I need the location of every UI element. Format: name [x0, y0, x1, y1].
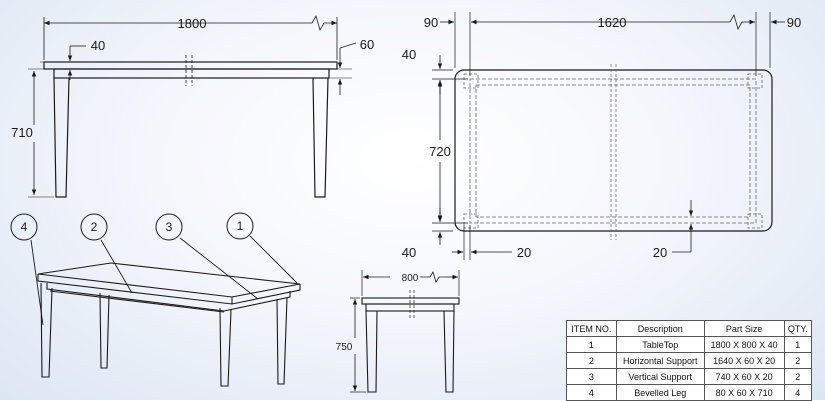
top-view — [432, 12, 785, 260]
bom-header-description: Description — [615, 320, 705, 337]
dim-support-width-right-label: 20 — [653, 245, 667, 260]
bom-part-size: 1640 X 60 X 20 — [703, 352, 785, 369]
side-leg-right — [443, 310, 455, 393]
balloon-3 — [155, 213, 183, 241]
table-row: 1 TableTop 1800 X 800 X 40 1 — [566, 336, 812, 353]
bom-description: TableTop — [615, 336, 705, 353]
balloon-1-label: 1 — [237, 219, 244, 233]
front-view — [28, 14, 357, 198]
side-leg-left — [365, 310, 378, 393]
front-break-line — [185, 55, 193, 86]
balloon-2 — [80, 213, 108, 241]
dim-top-offset-label: 40 — [402, 47, 416, 62]
table-row: 4 Bevelled Leg 80 X 60 X 710 4 — [566, 384, 812, 401]
dim-line-1800 — [48, 14, 333, 32]
iso-leg-back-right — [276, 297, 288, 385]
bom-item-no: 4 — [566, 384, 617, 401]
balloon-3-label: 3 — [166, 220, 173, 234]
bom-description: Horizontal Support — [615, 352, 705, 369]
dim-height-label: 710 — [11, 125, 33, 140]
bom-header-row: ITEM NO. Description Part Size QTY. — [566, 320, 812, 337]
bom-qty: 1 — [783, 336, 812, 353]
leader-1 — [249, 235, 298, 284]
front-tabletop — [43, 61, 338, 70]
table-row: 3 Vertical Support 740 X 60 X 20 2 — [566, 368, 812, 385]
dim-total-height-label: 750 — [336, 342, 353, 353]
bom-qty: 2 — [783, 352, 812, 369]
bom-item-no: 2 — [566, 352, 617, 369]
balloon-2-label: 2 — [91, 220, 98, 234]
bom-header-item-no: ITEM NO. — [566, 320, 617, 337]
bom-header-part-size: Part Size — [703, 320, 785, 337]
dim-length-label: 1800 — [178, 16, 207, 31]
isometric-view — [10, 212, 301, 387]
bom-item-no: 3 — [566, 368, 617, 385]
side-tabletop — [361, 297, 460, 305]
dim-support-width-left-label: 20 — [517, 245, 531, 260]
leg-square-tr — [747, 73, 763, 89]
bom-qty: 2 — [783, 368, 812, 385]
leader-2 — [100, 239, 133, 294]
dim-inner-length-label: 1620 — [598, 15, 627, 30]
bom-item-no: 1 — [566, 336, 617, 353]
bom-qty: 4 — [783, 384, 812, 401]
front-leg-left — [53, 77, 70, 198]
dim-side-width-label: 800 — [402, 273, 419, 284]
top-break-line — [610, 64, 617, 240]
iso-leg-back-left — [99, 292, 110, 369]
dim-apron-label: 60 — [360, 37, 374, 52]
bom-header-qty: QTY. — [783, 320, 812, 337]
bom-description: Bevelled Leg — [615, 384, 705, 401]
dim-inner-width-label: 720 — [429, 144, 451, 159]
bom-description: Vertical Support — [615, 368, 705, 385]
top-tabletop-outline — [454, 69, 773, 232]
iso-leg-front-right — [219, 307, 232, 387]
leg-square-tl — [463, 73, 479, 89]
iso-leg-front-left — [40, 282, 53, 378]
balloon-4-label: 4 — [21, 220, 28, 234]
iso-tabletop-top — [37, 262, 301, 298]
bom-part-size: 80 X 60 X 710 — [703, 384, 785, 401]
top-hidden-frame-outer — [469, 78, 757, 224]
dim-right-offset-label: 90 — [787, 15, 801, 30]
front-apron — [53, 68, 330, 79]
front-leg-right — [312, 77, 329, 198]
leg-square-br — [747, 213, 763, 229]
dim-bottom-offset-label: 40 — [402, 245, 416, 260]
side-view — [350, 270, 460, 393]
leader-4 — [30, 239, 44, 326]
bom-part-size: 740 X 60 X 20 — [703, 368, 785, 385]
leader-3 — [179, 237, 259, 300]
balloon-4 — [10, 213, 38, 241]
bom-part-size: 1800 X 800 X 40 — [703, 336, 785, 353]
top-hidden-frame-inner — [475, 84, 751, 218]
bill-of-materials-table: ITEM NO. Description Part Size QTY. 1 Ta… — [566, 320, 812, 401]
iso-apron — [46, 283, 291, 312]
balloon-1 — [226, 212, 254, 240]
table-row: 2 Horizontal Support 1640 X 60 X 20 2 — [566, 352, 812, 369]
leg-square-bl — [463, 213, 479, 229]
dim-top-thickness-label: 40 — [91, 38, 105, 53]
dim-left-offset-label: 90 — [424, 15, 438, 30]
